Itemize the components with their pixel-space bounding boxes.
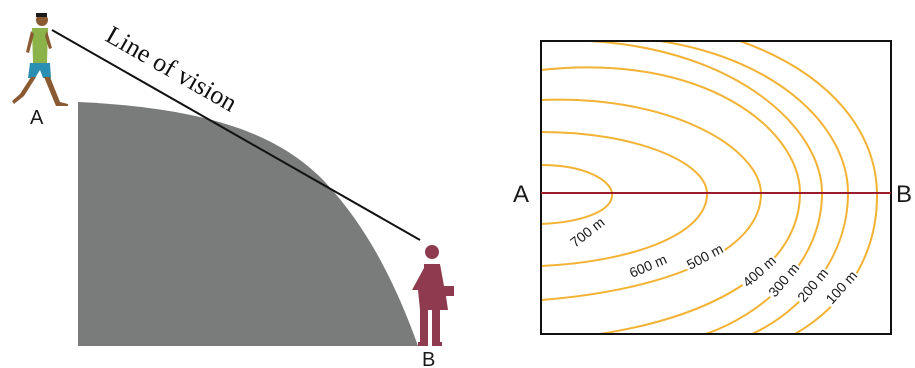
contour-lines [541,41,879,334]
contour-700 [541,164,614,225]
line-of-vision [51,29,421,241]
contour-600 [541,131,709,267]
contour-label-500: 500 m [684,240,726,272]
observer-man-icon [12,13,68,106]
hill-profile [78,102,418,346]
map-point-a-label: A [513,181,529,208]
contour-map-panel: 700 m 600 m 500 m 400 m 300 m [513,40,912,335]
left-point-a-label: A [30,107,44,129]
left-point-b-label: B [422,349,435,368]
observer-woman-icon [412,245,454,346]
map-point-b-label: B [896,181,912,208]
contour-300 [589,41,824,334]
contour-label-600: 600 m [627,251,669,281]
cross-section-panel: Line of vision A B [12,13,454,368]
line-of-vision-label: Line of vision [101,20,242,117]
map-frame [540,40,892,335]
